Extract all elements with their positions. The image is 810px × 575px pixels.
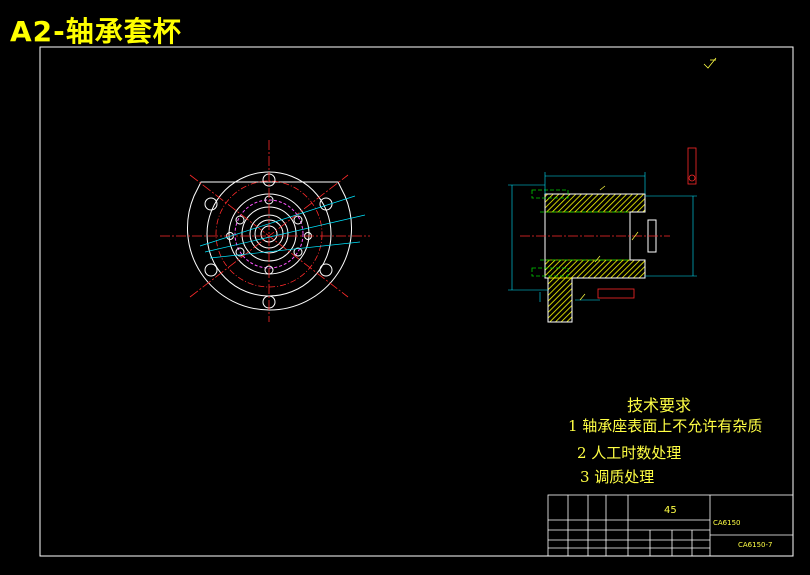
flange-front-view bbox=[160, 140, 370, 322]
tech-requirement-item: 2 人工时数处理 bbox=[577, 444, 682, 462]
title-block bbox=[547, 494, 794, 557]
title-block-drawing-no: CA6150-7 bbox=[738, 541, 773, 549]
drawing-border bbox=[39, 46, 794, 557]
title-block-name: CA6150 bbox=[713, 519, 741, 527]
tech-requirement-item: 3 调质处理 bbox=[580, 468, 655, 486]
title-block-quantity: 45 bbox=[664, 505, 677, 516]
flange-outline bbox=[187, 181, 352, 311]
tech-requirement-item: 1 轴承座表面上不允许有杂质 bbox=[568, 417, 763, 435]
drawing-badge: A2-轴承套杯 bbox=[10, 15, 182, 48]
roughness-symbol bbox=[703, 57, 717, 69]
tech-requirements-title: 技术要求 bbox=[627, 396, 692, 415]
cup-section-view bbox=[508, 147, 697, 323]
